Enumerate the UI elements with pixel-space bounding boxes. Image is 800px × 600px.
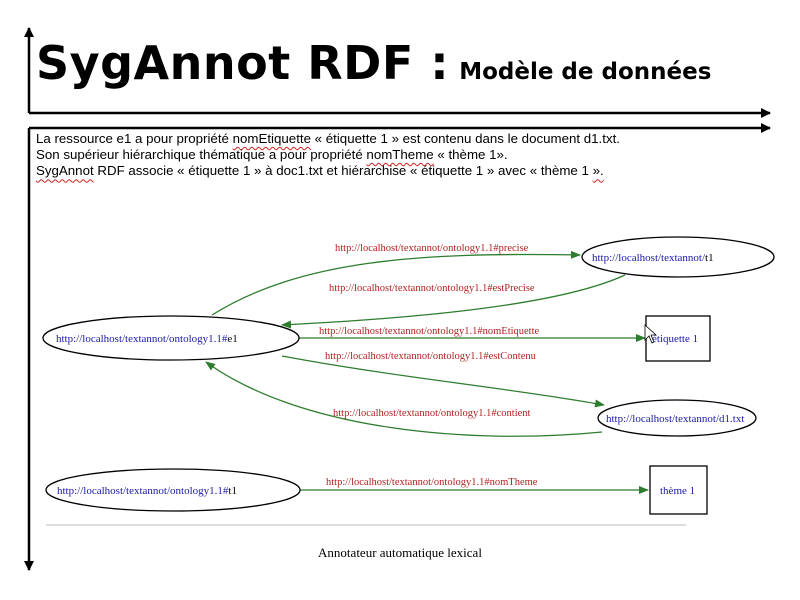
node-t1-doc-prefix: http://localhost/textannot/ <box>592 252 706 264</box>
node-etiquette: étiquette 1 <box>645 315 711 362</box>
edge-contient <box>205 361 603 437</box>
node-e1: http://localhost/textannot/ontology1.1#e… <box>42 315 300 361</box>
edge-estContenu <box>281 355 605 408</box>
node-t1-onto: http://localhost/textannot/ontology1.1#t… <box>45 468 301 512</box>
nodes: http://localhost/textannot/ontology1.1#e… <box>42 236 775 515</box>
node-t1-onto-suffix: t1 <box>228 485 237 497</box>
edge-label-precise: http://localhost/textannot/ontology1.1#p… <box>335 243 529 254</box>
footer-caption: Annotateur automatique lexical <box>318 545 482 560</box>
intro-line-1: La ressource e1 a pour propriété nomEtiq… <box>36 131 620 146</box>
frame-axes <box>24 27 771 571</box>
edge-estPrecise <box>281 274 626 329</box>
title-subtitle: Modèle de données <box>459 59 712 85</box>
svg-text:http://localhost/textannot/ont: http://localhost/textannot/ontology1.1#t… <box>57 485 237 497</box>
edge-label-nomEtiquette: http://localhost/textannot/ontology1.1#n… <box>319 326 540 337</box>
cursor-icon <box>644 324 658 344</box>
node-t1-doc: http://localhost/textannot/t1 <box>581 236 775 278</box>
node-d1-suffix: d1.txt <box>719 413 744 425</box>
edge-label-nomTheme: http://localhost/textannot/ontology1.1#n… <box>326 477 538 488</box>
node-theme-label: thème 1 <box>660 485 695 497</box>
node-etiquette-label: étiquette 1 <box>652 333 698 345</box>
intro-line-3: SygAnnot RDF associe « étiquette 1 » à d… <box>36 163 604 179</box>
intro-text: La ressource e1 a pour propriété nomEtiq… <box>36 131 620 180</box>
slide-title: SygAnnot RDF : Modèle de données <box>36 36 711 90</box>
node-t1-onto-prefix: http://localhost/textannot/ontology1.1# <box>57 485 229 497</box>
svg-text:http://localhost/textannot/t1: http://localhost/textannot/t1 <box>592 252 714 264</box>
node-e1-prefix: http://localhost/textannot/ontology1.1# <box>56 333 228 345</box>
svg-text:http://localhost/textannot/d1.: http://localhost/textannot/d1.txt <box>606 413 744 425</box>
svg-text:http://localhost/textannot/ont: http://localhost/textannot/ontology1.1#e… <box>56 333 238 345</box>
node-d1-prefix: http://localhost/textannot/ <box>606 413 720 425</box>
edge-label-contient: http://localhost/textannot/ontology1.1#c… <box>333 408 531 419</box>
node-theme: thème 1 <box>649 465 708 515</box>
node-t1-doc-suffix: t1 <box>705 252 714 264</box>
edge-precise <box>211 250 581 316</box>
edge-label-estPrecise: http://localhost/textannot/ontology1.1#e… <box>329 283 535 294</box>
edge-labels: http://localhost/textannot/ontology1.1#p… <box>319 243 540 488</box>
intro-line-2: Son supérieur hiérarchique thématique a … <box>36 147 508 163</box>
title-main: SygAnnot RDF : <box>36 36 450 90</box>
edges <box>205 250 649 494</box>
node-e1-suffix: e1 <box>227 333 237 345</box>
edge-label-estContenu: http://localhost/textannot/ontology1.1#e… <box>325 351 537 362</box>
node-d1: http://localhost/textannot/d1.txt <box>597 399 757 437</box>
